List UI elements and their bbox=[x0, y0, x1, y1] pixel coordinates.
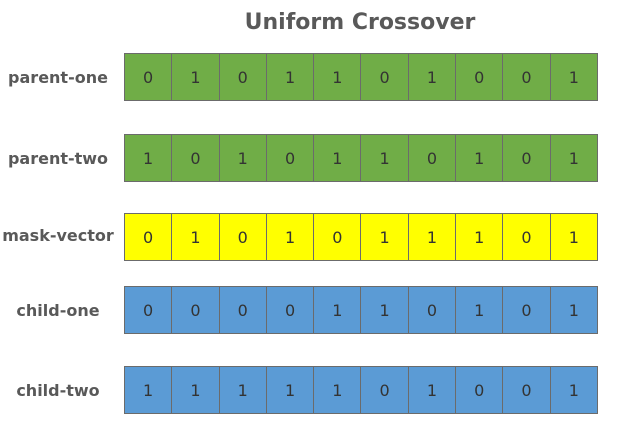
bit-cell: 0 bbox=[219, 54, 267, 100]
bit-vector-parent-one: 0 1 0 1 1 0 1 0 0 1 bbox=[124, 53, 598, 101]
bit-cell: 0 bbox=[361, 367, 409, 413]
bit-cell: 1 bbox=[266, 54, 315, 100]
bit-cell: 1 bbox=[314, 287, 362, 333]
bit-cell: 0 bbox=[503, 287, 551, 333]
bit-cell: 0 bbox=[408, 135, 457, 181]
bit-cell: 1 bbox=[456, 214, 504, 260]
bit-cell: 1 bbox=[219, 135, 267, 181]
row-mask-vector: mask-vector 0 1 0 1 0 1 1 1 0 1 bbox=[0, 213, 617, 263]
bit-cell: 1 bbox=[550, 135, 597, 181]
bit-cell: 0 bbox=[266, 135, 315, 181]
bit-cell: 1 bbox=[172, 54, 220, 100]
bit-cell: 0 bbox=[125, 287, 173, 333]
bit-cell: 0 bbox=[503, 214, 551, 260]
bit-cell: 0 bbox=[219, 287, 267, 333]
bit-cell: 1 bbox=[550, 367, 597, 413]
bit-cell: 0 bbox=[172, 135, 220, 181]
diagram-title: Uniform Crossover bbox=[244, 10, 476, 35]
bit-vector-child-one: 0 0 0 0 1 1 0 1 0 1 bbox=[124, 286, 598, 334]
bit-cell: 1 bbox=[172, 367, 220, 413]
row-label-parent-two: parent-two bbox=[7, 149, 109, 168]
bit-vector-mask-vector: 0 1 0 1 0 1 1 1 0 1 bbox=[124, 213, 598, 261]
row-label-parent-one: parent-one bbox=[8, 68, 108, 87]
bit-cell: 0 bbox=[314, 214, 362, 260]
bit-cell: 1 bbox=[361, 214, 409, 260]
bit-cell: 0 bbox=[219, 214, 267, 260]
bit-cell: 1 bbox=[172, 214, 220, 260]
bit-cell: 1 bbox=[266, 367, 315, 413]
bit-cell: 1 bbox=[550, 214, 597, 260]
bit-cell: 0 bbox=[125, 54, 173, 100]
bit-cell: 0 bbox=[456, 54, 504, 100]
bit-cell: 1 bbox=[125, 135, 173, 181]
bit-cell: 1 bbox=[266, 214, 315, 260]
row-parent-one: parent-one 0 1 0 1 1 0 1 0 0 1 bbox=[0, 53, 617, 103]
bit-cell: 0 bbox=[125, 214, 173, 260]
bit-cell: 1 bbox=[361, 135, 409, 181]
row-child-two: child-two 1 1 1 1 1 0 1 0 0 1 bbox=[0, 366, 617, 416]
bit-cell: 0 bbox=[408, 287, 457, 333]
bit-cell: 0 bbox=[503, 135, 551, 181]
bit-cell: 1 bbox=[314, 135, 362, 181]
bit-cell: 1 bbox=[314, 54, 362, 100]
row-label-child-two: child-two bbox=[16, 381, 100, 400]
bit-cell: 1 bbox=[456, 135, 504, 181]
bit-cell: 1 bbox=[125, 367, 173, 413]
bit-cell: 0 bbox=[503, 54, 551, 100]
bit-cell: 1 bbox=[408, 214, 457, 260]
bit-cell: 0 bbox=[361, 54, 409, 100]
bit-cell: 1 bbox=[219, 367, 267, 413]
bit-vector-child-two: 1 1 1 1 1 0 1 0 0 1 bbox=[124, 366, 598, 414]
bit-cell: 0 bbox=[266, 287, 315, 333]
bit-cell: 1 bbox=[408, 54, 457, 100]
bit-vector-parent-two: 1 0 1 0 1 1 0 1 0 1 bbox=[124, 134, 598, 182]
bit-cell: 1 bbox=[550, 287, 597, 333]
bit-cell: 1 bbox=[408, 367, 457, 413]
bit-cell: 1 bbox=[456, 287, 504, 333]
bit-cell: 0 bbox=[456, 367, 504, 413]
bit-cell: 1 bbox=[314, 367, 362, 413]
row-child-one: child-one 0 0 0 0 1 1 0 1 0 1 bbox=[0, 286, 617, 336]
bit-cell: 1 bbox=[361, 287, 409, 333]
row-label-child-one: child-one bbox=[16, 301, 100, 320]
bit-cell: 1 bbox=[550, 54, 597, 100]
row-label-mask-vector: mask-vector bbox=[2, 226, 114, 245]
row-parent-two: parent-two 1 0 1 0 1 1 0 1 0 1 bbox=[0, 134, 617, 184]
bit-cell: 0 bbox=[172, 287, 220, 333]
bit-cell: 0 bbox=[503, 367, 551, 413]
